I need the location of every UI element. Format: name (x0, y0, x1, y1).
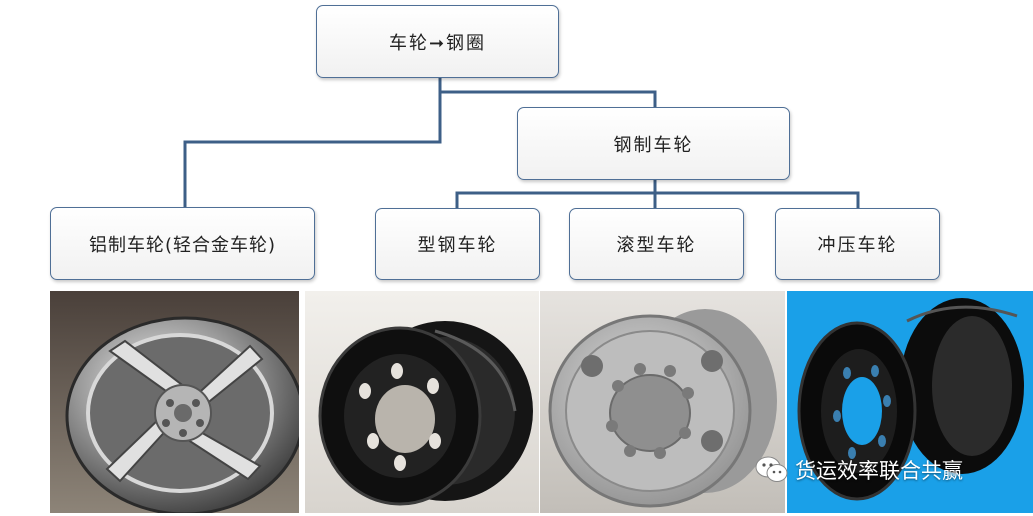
root-label: 车轮➞钢圈 (388, 32, 487, 54)
watermark: 货运效率联合共赢 (755, 455, 963, 485)
connector-steel-stamped (655, 191, 860, 208)
section-steel-wheel-label: 型钢车轮 (417, 235, 498, 256)
black-rim-photo (305, 291, 539, 513)
aluminum-wheel-label: 铝制车轮(轻合金车轮) (88, 234, 277, 256)
watermark-text: 货运效率联合共赢 (795, 459, 963, 483)
connector-root-steel (440, 90, 657, 107)
tree-connectors (183, 78, 860, 208)
rolled-wheel-label: 滚型车轮 (616, 235, 697, 256)
stamped-wheel-node: 冲压车轮 (775, 208, 940, 280)
aluminum-wheel-node: 铝制车轮(轻合金车轮) (50, 207, 315, 280)
steel-wheel-label: 钢制车轮 (613, 134, 694, 156)
silver-wheel-photo (540, 291, 785, 513)
aluminum-wheel-photo (50, 291, 299, 513)
wechat-icon (755, 456, 788, 482)
stamped-wheel-label: 冲压车轮 (817, 235, 898, 256)
steel-wheel-node: 钢制车轮 (517, 107, 790, 180)
blue-bg-wheel-photo (787, 291, 1033, 513)
root-node: 车轮➞钢圈 (316, 5, 559, 78)
rolled-wheel-node: 滚型车轮 (569, 208, 744, 280)
section-steel-wheel-node: 型钢车轮 (375, 208, 540, 280)
connector-steel-section (455, 180, 657, 208)
connector-root-aluminum (183, 78, 442, 207)
